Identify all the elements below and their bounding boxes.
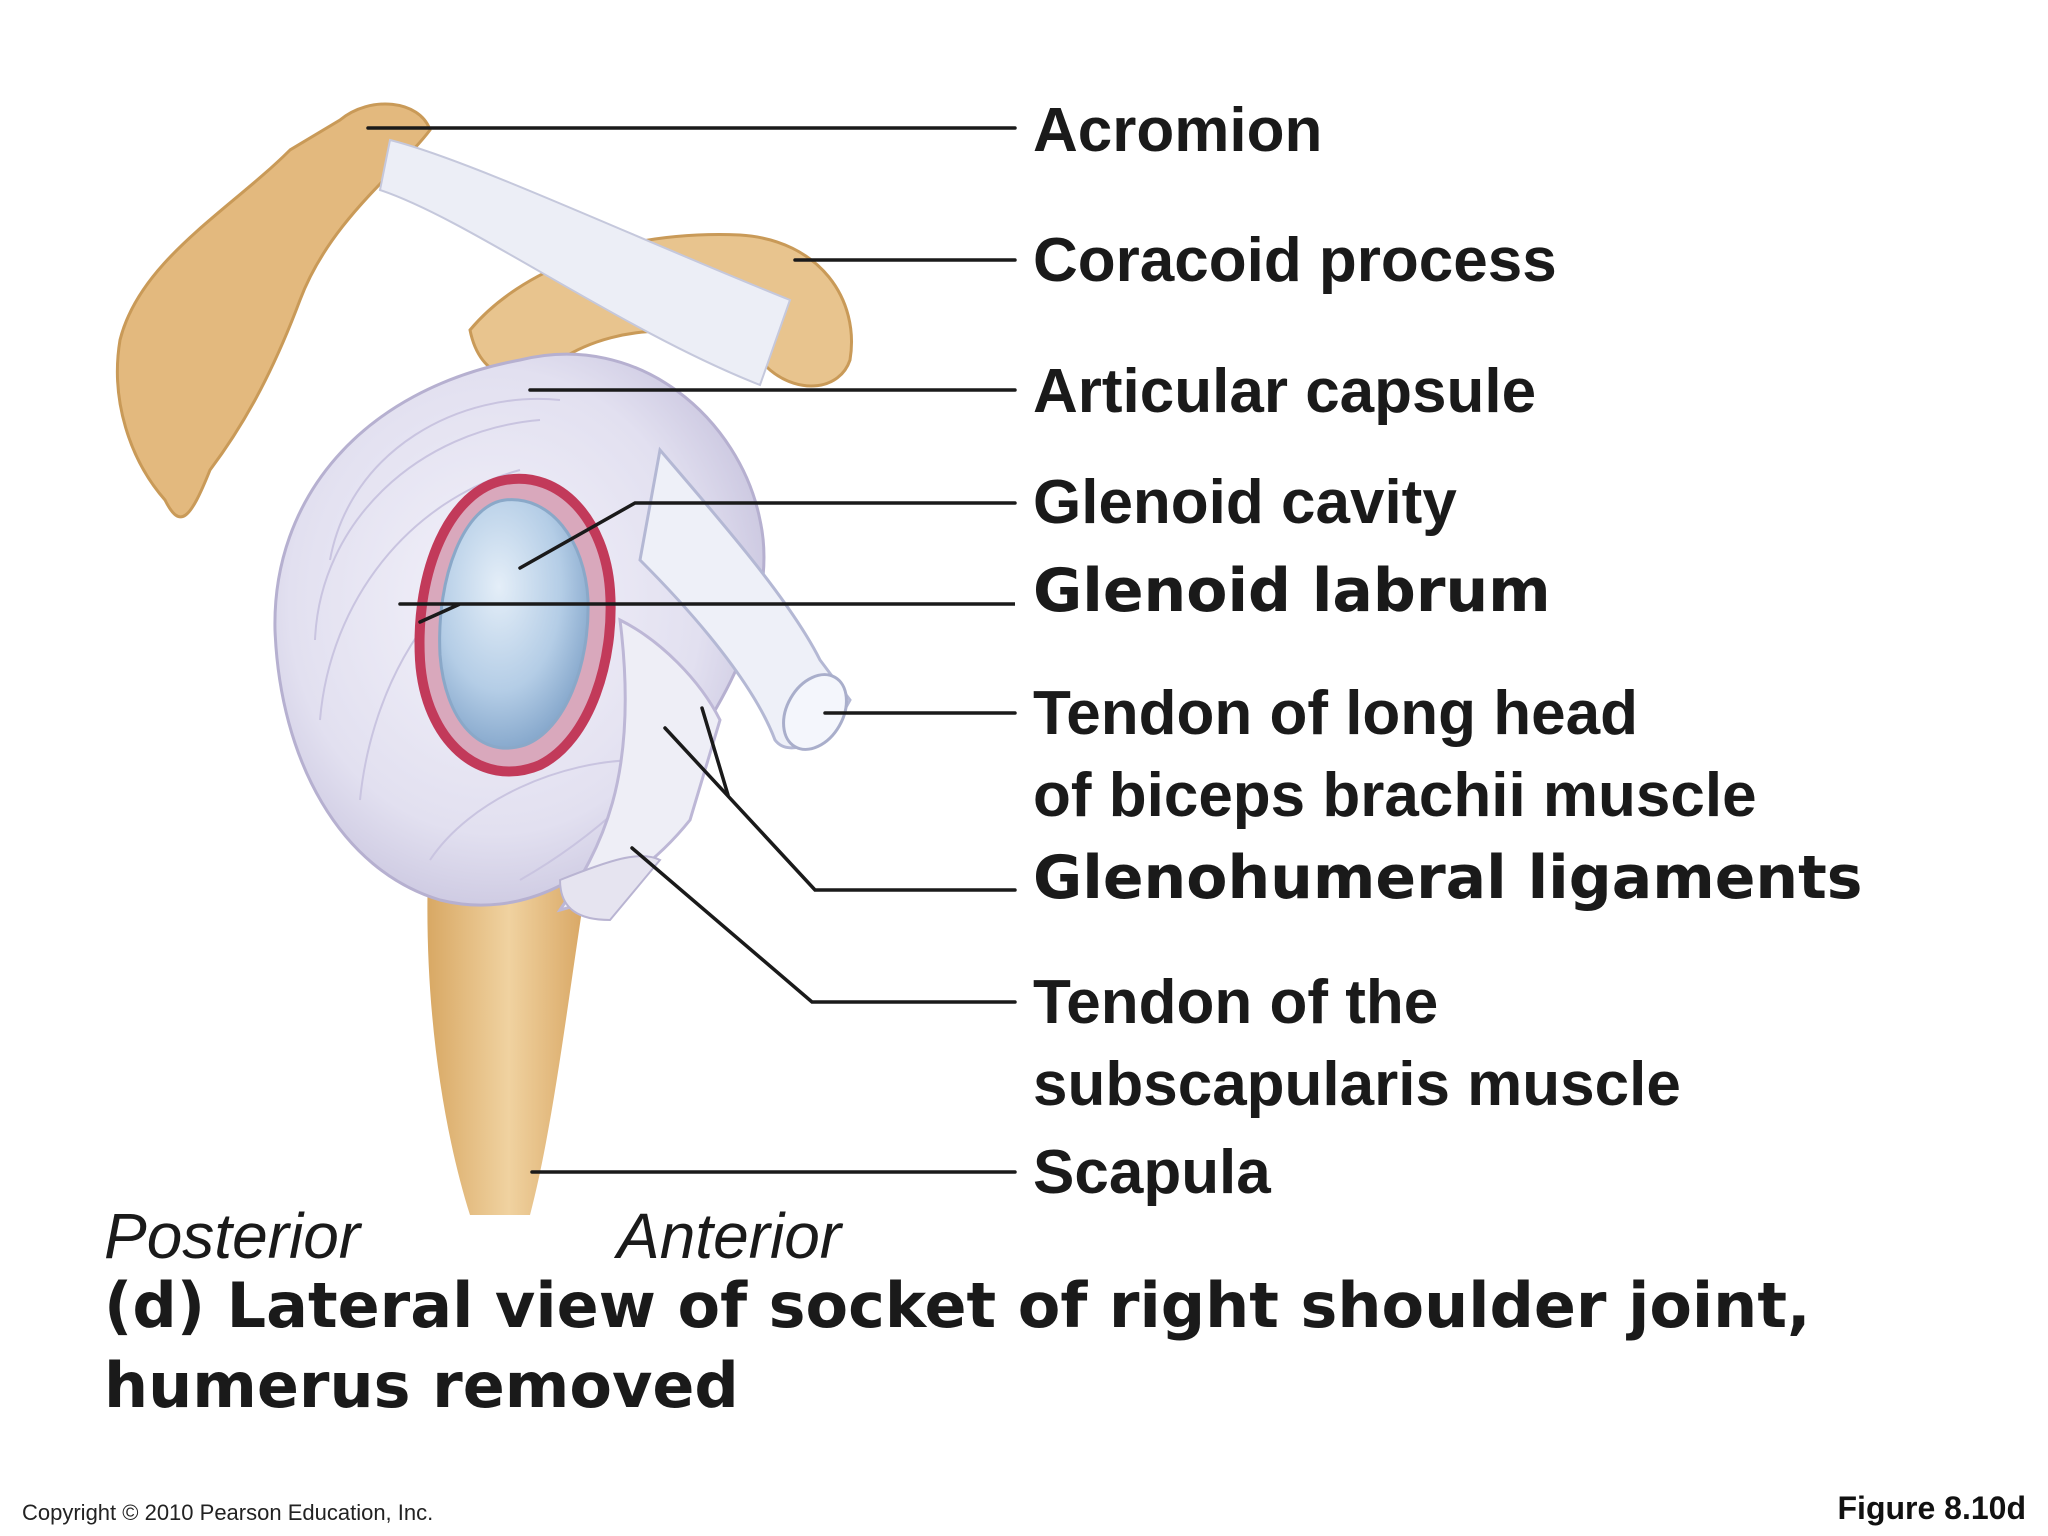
leader-glenoid-labrum bbox=[398, 602, 1015, 624]
acromion-bone bbox=[116, 102, 432, 519]
figure-number: Figure 8.10d bbox=[1837, 1490, 2027, 1526]
subscapularis-tendon bbox=[558, 855, 662, 922]
biceps-tendon-cut-end bbox=[782, 673, 848, 751]
caption-line-1: (d) Lateral view of socket of right shou… bbox=[104, 1269, 1811, 1342]
label-posterior: Posterior bbox=[104, 1200, 361, 1272]
label-subscapularis-line2: subscapularis muscle bbox=[1033, 1050, 1681, 1119]
figure-caption: (d) Lateral view of socket of right shou… bbox=[104, 1266, 2004, 1426]
glenoid-cavity bbox=[438, 498, 590, 750]
label-anterior: Anterior bbox=[617, 1200, 842, 1272]
label-scapula: Scapula bbox=[1033, 1138, 1271, 1207]
leader-subscapularis bbox=[630, 846, 1017, 1004]
label-glenohumeral-ligaments: Glenohumeral ligaments bbox=[1033, 843, 1863, 913]
label-biceps-tendon-line1: Tendon of long head bbox=[1033, 679, 1638, 748]
leader-glenohumeral-2 bbox=[700, 706, 730, 797]
label-coracoid-process: Coracoid process bbox=[1033, 226, 1557, 295]
label-glenoid-labrum: Glenoid labrum bbox=[1033, 556, 1551, 626]
leader-glenoid-cavity bbox=[518, 501, 1017, 570]
label-acromion: Acromion bbox=[1033, 96, 1323, 165]
label-glenoid-cavity: Glenoid cavity bbox=[1033, 468, 1457, 537]
copyright-notice: Copyright © 2010 Pearson Education, Inc. bbox=[22, 1500, 434, 1525]
label-biceps-tendon-line2: of biceps brachii muscle bbox=[1033, 761, 1757, 830]
caption-line-2: humerus removed bbox=[104, 1349, 739, 1422]
leader-glenohumeral-1 bbox=[663, 726, 1017, 892]
label-articular-capsule: Articular capsule bbox=[1033, 357, 1537, 426]
label-subscapularis-line1: Tendon of the bbox=[1033, 968, 1439, 1037]
scapula-bone bbox=[427, 830, 590, 1215]
coracoacromial-ligament bbox=[378, 138, 792, 387]
leader-lines bbox=[366, 126, 1017, 1174]
